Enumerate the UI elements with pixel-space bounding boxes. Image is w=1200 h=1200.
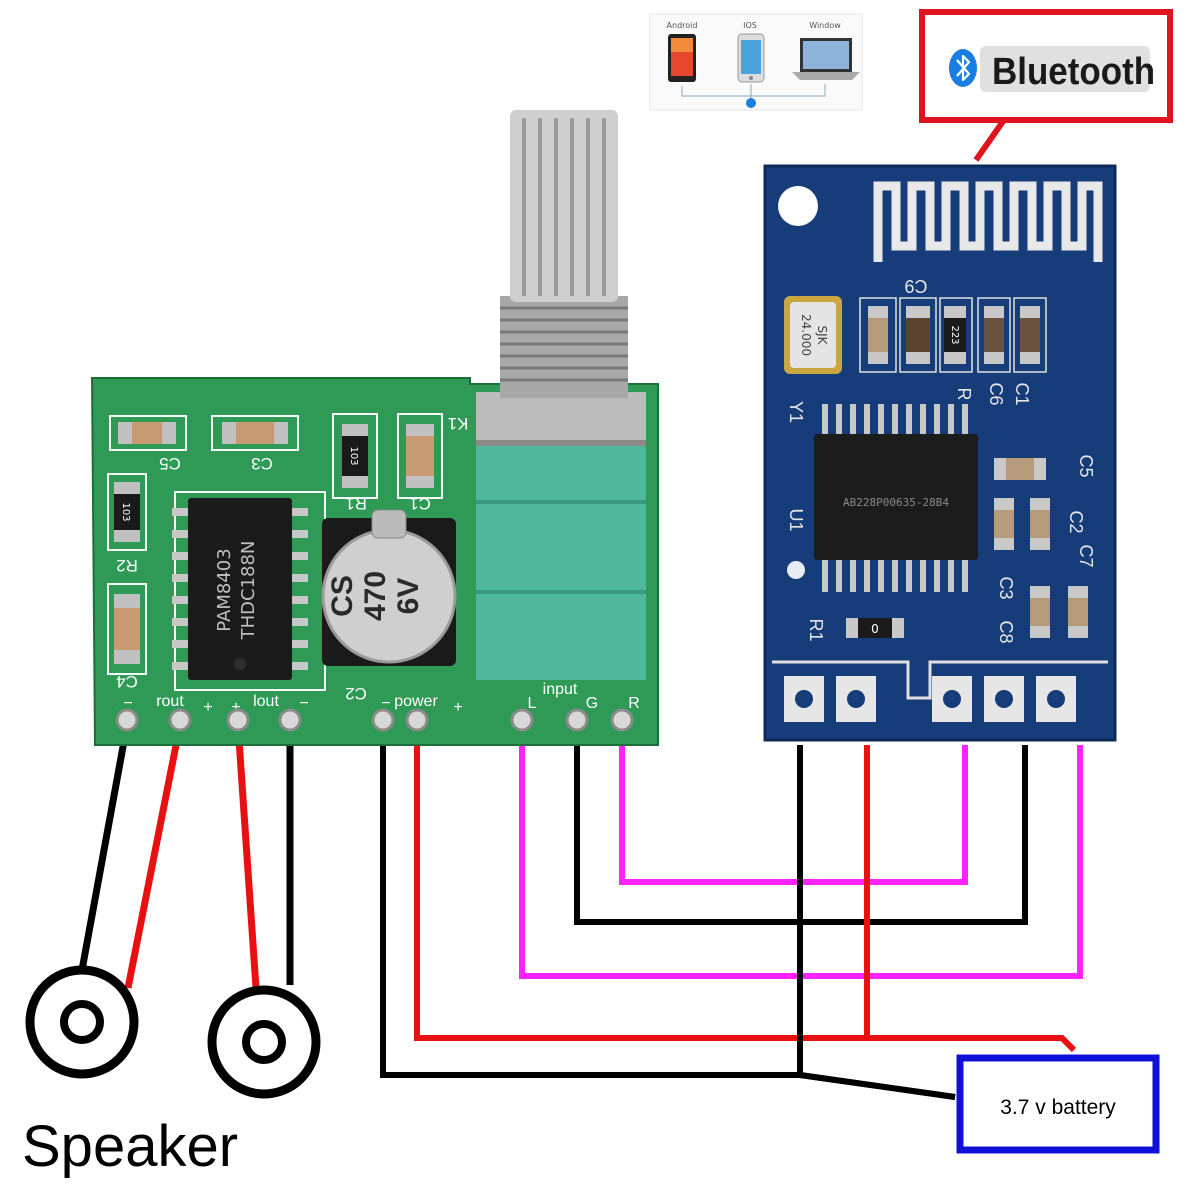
bt-board: SJK 24.000 223 — [763, 164, 1117, 742]
cap-text-6v: 6V — [392, 578, 425, 615]
bluetooth-label: Bluetooth — [992, 50, 1155, 93]
battery-label: 3.7 v battery — [1000, 1096, 1116, 1119]
wire-input-right — [619, 725, 968, 885]
amp-res1-text: 103 — [348, 446, 359, 465]
amp-label-k1: K1 — [448, 414, 469, 433]
bt-label-c3: C3 — [996, 576, 1016, 599]
pin-lout-plus — [226, 708, 250, 732]
pin-input-r — [610, 708, 634, 732]
amp-label-c1: C1 — [409, 494, 431, 513]
amp-label-g: G — [586, 695, 598, 712]
pam8403-chip-text-2: THDC188N — [238, 541, 259, 641]
cap-text-470: 470 — [359, 571, 392, 621]
bt-label-c6: C6 — [986, 382, 1006, 405]
pin-rout-plus — [168, 708, 192, 732]
bt-label-c8: C8 — [996, 620, 1016, 643]
laptop-icon — [792, 38, 860, 80]
wires — [78, 724, 1083, 1100]
bluetooth-logo-icon — [949, 49, 977, 87]
amp-label-input: input — [543, 681, 578, 698]
bt-label-u1: U1 — [786, 508, 806, 531]
amp-res2-text: 103 — [120, 502, 131, 521]
bluetooth-callout: Bluetooth — [919, 9, 1173, 162]
bt-crystal-text-1: SJK — [815, 325, 829, 345]
amp-label-r2: R2 — [116, 556, 138, 575]
devices-inset: Android IOS Window — [649, 13, 863, 111]
cap-text-cs: CS — [326, 575, 359, 617]
bt-pads — [772, 660, 1108, 722]
wire-speaker-left-minus — [78, 724, 131, 971]
bt-antenna-trace — [873, 181, 1103, 262]
amp-label-power: power — [394, 693, 438, 710]
device-label-window: Window — [809, 21, 841, 30]
potentiometer-thread — [500, 296, 628, 398]
pam8403-chip-text-1: PAM8403 — [214, 548, 235, 631]
speaker-label: Speaker — [22, 1114, 238, 1179]
bt-chip: AB228P00635-28B4 — [814, 404, 978, 592]
wire-speaker-right-plus — [234, 724, 260, 989]
wire-speaker-left-plus — [124, 724, 184, 989]
speaker-right-icon — [207, 985, 321, 1099]
bt-res-zero-text: 0 — [871, 622, 879, 636]
amp-label-power-minus: − — [381, 695, 390, 712]
bt-label-c7: C7 — [1076, 544, 1096, 567]
bluetooth-small-icon — [746, 98, 756, 108]
amp-label-power-plus: + — [453, 699, 462, 716]
speakers: Speaker — [22, 965, 321, 1179]
amp-label-rout-plus: + — [203, 699, 212, 716]
amp-label-r: R — [628, 695, 640, 712]
bt-via-hole — [787, 561, 805, 579]
bt-chip-text: AB228P00635-28B4 — [843, 496, 949, 509]
speaker-left-icon — [25, 965, 139, 1079]
bt-mount-hole — [778, 186, 818, 226]
bt-res-223-text: 223 — [949, 325, 960, 344]
device-label-ios: IOS — [743, 21, 757, 30]
wire-bt-ground — [797, 745, 956, 1100]
bt-label-c9: C9 — [904, 276, 927, 296]
battery: 3.7 v battery — [956, 1054, 1160, 1154]
iphone-icon — [737, 33, 765, 83]
pin-rout-minus — [115, 708, 139, 732]
pin-input-l — [510, 708, 534, 732]
wire-power-positive — [414, 725, 1077, 1053]
amp-label-lout: lout — [253, 693, 279, 710]
amp-pins — [115, 708, 634, 732]
amp-board: 103 103 C5 C3 R1 C1 R2 C4 C2 K1 − rout +… — [90, 110, 659, 746]
bt-label-c2: C2 — [1066, 510, 1086, 533]
potentiometer-shaft — [510, 110, 618, 302]
device-label-android: Android — [667, 21, 698, 30]
amp-label-c4: C4 — [116, 672, 138, 691]
bt-label-c5: C5 — [1076, 454, 1096, 477]
potentiometer-knob — [476, 110, 646, 680]
amp-label-rout: rout — [156, 693, 184, 710]
bt-smd-top: 223 — [859, 297, 1047, 373]
pin-power-minus — [371, 708, 395, 732]
amp-label-c2: C2 — [345, 684, 367, 703]
battery-box — [956, 1054, 1160, 1154]
bt-crystal: SJK 24.000 — [784, 296, 842, 374]
bluetooth-pointer — [973, 118, 1007, 162]
amp-label-r1: R1 — [345, 494, 367, 513]
bt-label-r: R — [954, 388, 974, 401]
pin-lout-minus — [278, 708, 302, 732]
bt-label-c1: C1 — [1012, 382, 1032, 405]
amp-label-lout-plus: + — [231, 699, 240, 716]
android-phone-icon — [668, 34, 696, 82]
bt-label-r1: R1 — [806, 618, 826, 641]
bt-label-y1: Y1 — [786, 401, 806, 423]
amp-label-c3: C3 — [251, 454, 273, 473]
pin-power-plus — [405, 708, 429, 732]
amp-label-lout-minus: − — [299, 695, 308, 712]
amp-label-rout-minus: − — [123, 695, 132, 712]
bt-smd-right: 0 — [846, 458, 1088, 638]
electrolytic-capacitor: CS 470 6V — [321, 509, 457, 666]
pin-input-g — [565, 708, 589, 732]
amp-label-l: L — [528, 695, 537, 712]
amp-label-c5: C5 — [159, 454, 181, 473]
bt-crystal-text-2: 24.000 — [799, 314, 813, 356]
pam8403-chip: PAM8403 THDC188N — [172, 498, 308, 680]
